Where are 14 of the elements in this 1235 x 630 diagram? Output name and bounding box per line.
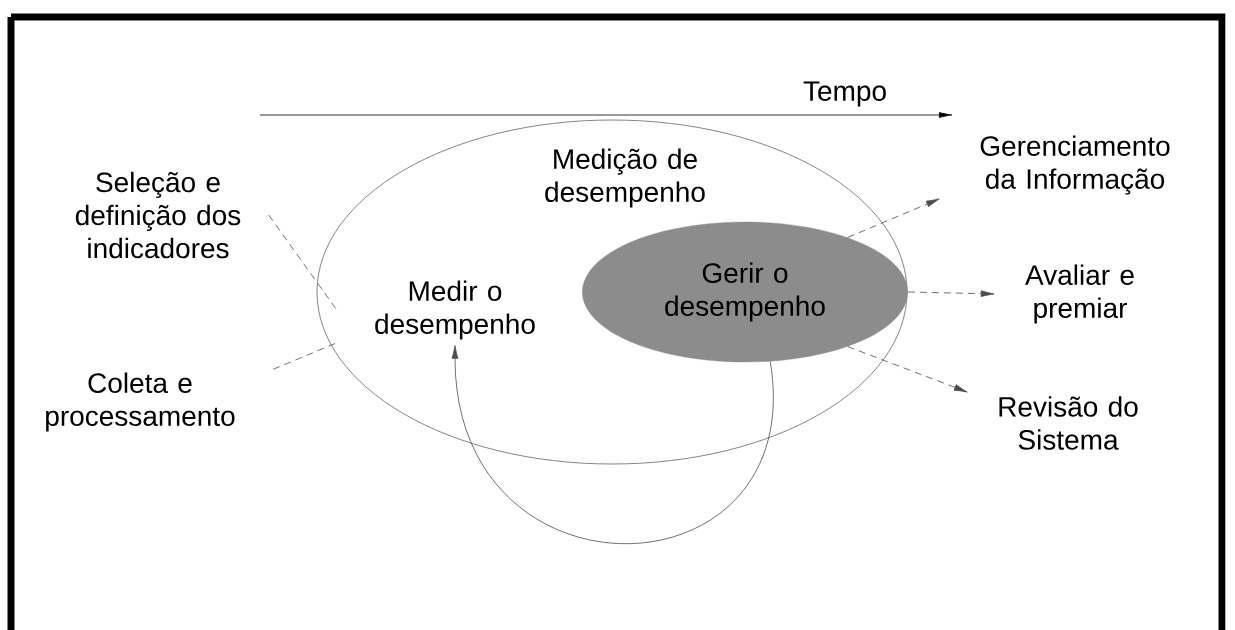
arrow [847, 346, 968, 393]
text-label: Medir o desempenho [375, 280, 535, 340]
arrow [847, 198, 940, 238]
text-label: Revisão do Sistema [999, 396, 1138, 450]
arrow [907, 290, 995, 297]
text-label: Coleta e processamento [46, 372, 235, 432]
text-label: Seleção e definição dos indicadores [75, 171, 241, 259]
text-label: Gerenciamento da Informação [980, 135, 1170, 195]
text-label: Avaliar e premiar [1025, 264, 1134, 324]
leader-line [268, 214, 338, 311]
leader-line [272, 342, 338, 370]
region-label: Medição de desempenho [545, 148, 705, 208]
arrow [451, 345, 773, 545]
axis-label: Tempo [803, 81, 886, 107]
